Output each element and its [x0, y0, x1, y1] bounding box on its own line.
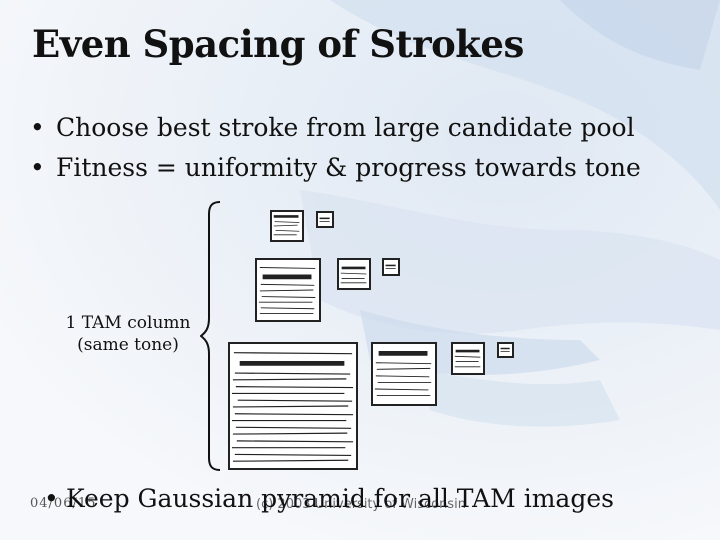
tam-image	[497, 342, 514, 358]
tam-image	[337, 258, 371, 290]
slide-title: Even Spacing of Strokes	[32, 22, 524, 66]
footer-bullet-item: •Keep Gaussian pyramid for all TAM image…	[44, 484, 614, 513]
tam-image	[228, 342, 358, 470]
tam-image	[255, 258, 321, 322]
tam-image	[451, 342, 485, 375]
tam-image	[382, 258, 400, 276]
bracket-icon	[200, 200, 224, 472]
bullet-item: •Fitness = uniformity & progress towards…	[30, 148, 641, 188]
bullet-list: •Choose best stroke from large candidate…	[30, 108, 641, 188]
tam-image	[371, 342, 437, 406]
tam-image	[316, 211, 334, 228]
tam-column-label: 1 TAM column (same tone)	[58, 312, 198, 356]
bullet-item: •Choose best stroke from large candidate…	[30, 108, 641, 148]
tam-image	[270, 210, 304, 242]
